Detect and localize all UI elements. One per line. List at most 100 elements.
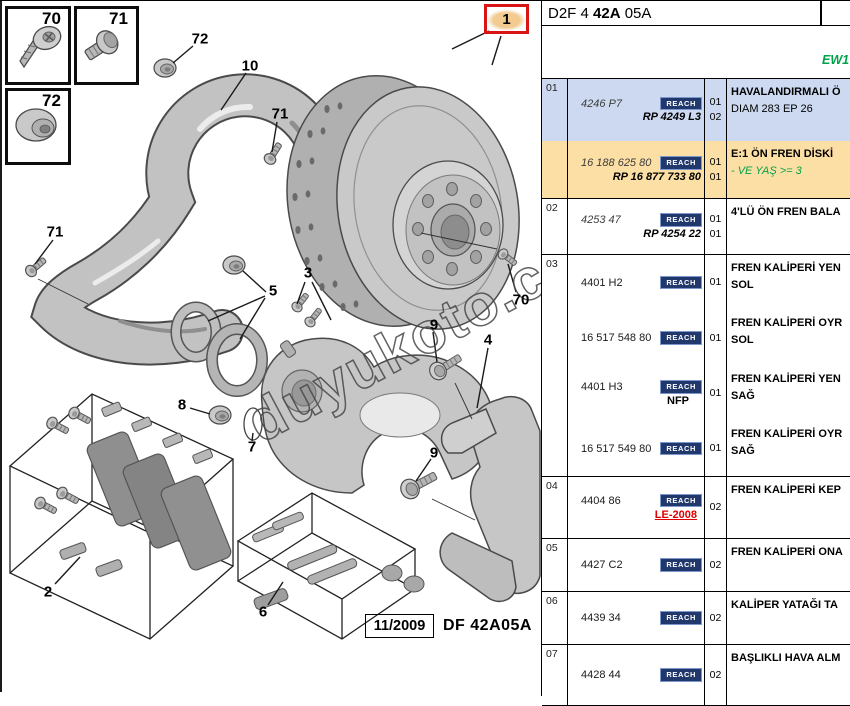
guide-pins [252,511,425,610]
inset-label-70: 70 [42,9,61,28]
inset-label-72: 72 [42,91,61,110]
callout-10: 10 [241,57,259,75]
part-number[interactable]: 4439 34 [581,612,621,624]
ref-cell: 02 [542,199,568,254]
reach-badge[interactable]: REACH [660,611,702,625]
part-number[interactable]: 4404 86 [581,494,621,507]
qty-value: 01 [709,155,722,168]
rp-part-number[interactable]: RP 4249 L3 [642,111,701,124]
qty-cell: 01 [705,310,727,366]
part-number[interactable]: 16 188 625 80 [581,157,652,169]
qty-value: 01 [709,276,722,288]
rp-part-number[interactable]: RP 16 877 733 80 [612,170,701,183]
nut-5[interactable] [222,255,246,275]
part-number[interactable]: 4246 P7 [581,97,622,110]
reach-badge[interactable]: REACH [660,380,702,394]
part-line: 4404 86 REACH [581,493,702,508]
desc-cell: 4'LÜ ÖN FREN BALA [727,199,850,254]
ref-cell: 05 [542,539,568,591]
caliper-carrier-part[interactable] [439,395,541,603]
desc-line: FREN KALİPERİ YEN [731,262,841,274]
part-cell: 16 517 548 80 REACH [568,310,705,366]
dust-shield-part[interactable] [30,73,346,366]
callout-72: 72 [191,30,209,48]
part-number[interactable]: 4253 47 [581,214,621,226]
ref-cell: 03 [542,255,568,310]
part-line: 4439 34 REACH [581,611,702,625]
part-number[interactable]: 4401 H3 [581,381,623,393]
qty-value: 02 [709,501,722,513]
reach-badge[interactable]: REACH [660,275,702,290]
desc-cell: BAŞLIKLI HAVA ALM [727,645,850,705]
ref-cell: 06 [542,592,568,644]
nut-8[interactable] [208,405,232,425]
part-line: 4253 47 REACH [581,213,702,227]
desc-line: FREN KALİPERİ OYR [731,317,843,329]
callout-5: 5 [268,282,278,300]
brake-disc-part[interactable] [268,60,538,344]
brake-pads [32,401,232,577]
rp-part-number[interactable]: RP 4254 22 [643,227,701,240]
part-number[interactable]: 16 517 548 80 [581,332,652,344]
dust-boot-part[interactable] [243,407,263,441]
callout-9: 9 [429,444,439,462]
table-title: D2F 4 42A 05A [542,1,850,26]
qty-cell: 02 [705,477,727,538]
part-cell: 4439 34 REACH [568,592,705,644]
desc-line: SAĞ [731,445,755,457]
engine-note: EW1 [822,53,850,67]
bolt-3b[interactable] [302,305,325,330]
reach-badge[interactable]: REACH [660,213,702,227]
reach-badge[interactable]: REACH [660,558,702,572]
reach-badge[interactable]: REACH [660,96,702,111]
bolt-71-left[interactable] [22,254,50,280]
callout-70: 70 [512,291,530,309]
qty-value: 02 [709,668,722,681]
desc-line: - VE YAŞ >= 3 [731,165,802,177]
qty-value: 01 [709,331,722,344]
reach-badge[interactable]: REACH [660,441,702,456]
part-line: 16 188 625 80 REACH [581,156,702,170]
part-line: 4428 44 REACH [581,668,702,682]
revision-date-box: 11/2009 [365,614,434,638]
part-number[interactable]: 4427 C2 [581,559,623,571]
piston-seals[interactable] [170,301,268,397]
qty-value: 01 [709,442,722,454]
title-prefix: D2F 4 [548,5,594,22]
qty-value: 02 [709,611,722,624]
reach-badge[interactable]: REACH [660,331,702,345]
reach-badge[interactable]: REACH [660,668,702,682]
desc-line: FREN KALİPERİ KEP [731,484,842,496]
bolt-9-lower[interactable] [396,465,441,503]
diagram-art [8,25,541,640]
nut-72[interactable] [153,58,177,78]
thin-pin-lines [37,232,498,521]
inset-box-71 [74,6,139,85]
reach-badge[interactable]: REACH [660,156,702,170]
part-number[interactable]: 4401 H2 [581,276,623,289]
highlighted-callout-1[interactable]: 1 [484,4,529,34]
reach-badge[interactable]: REACH [660,493,702,508]
part-number[interactable]: 16 517 549 80 [581,442,652,455]
le-2008-link[interactable]: LE-2008 [654,509,697,522]
part-number[interactable]: 4428 44 [581,669,621,681]
desc-line: DIAM 283 EP 26 [731,103,813,115]
